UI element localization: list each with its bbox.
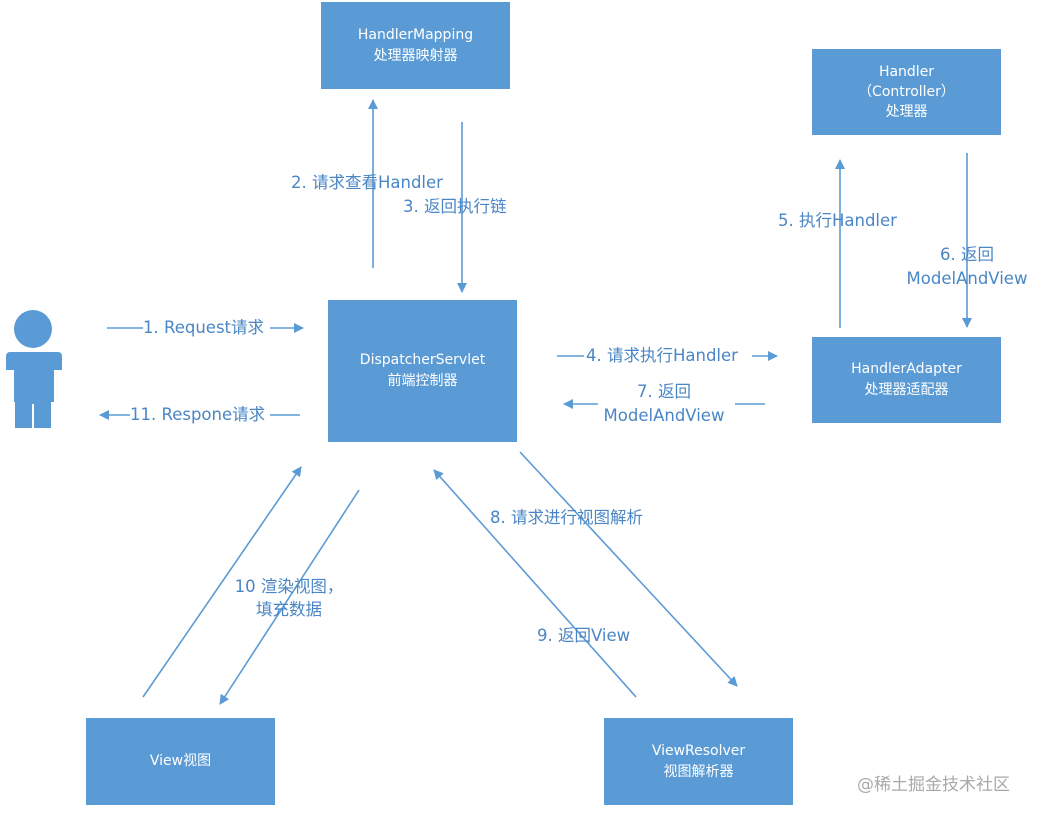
view-resolver-box: ViewResolver 视图解析器: [604, 718, 793, 805]
dispatcher-name: DispatcherServlet: [359, 352, 486, 368]
step-1-label: 1. Request请求: [143, 318, 265, 337]
user-icon: [6, 310, 62, 428]
view-name: View视图: [149, 753, 212, 769]
step-10-line1: 10 渲染视图，: [234, 577, 344, 596]
watermark: @稀土掘金技术社区: [857, 775, 1010, 795]
handler-cn: 处理器: [885, 104, 928, 120]
handler-box: Handler （Controller） 处理器: [812, 49, 1001, 135]
view-box: View视图: [86, 718, 275, 805]
arrow-resolve-view: [519, 451, 738, 687]
dispatcher-servlet-box: DispatcherServlet 前端控制器: [328, 300, 517, 442]
step-6-line2: ModelAndView: [906, 269, 1028, 288]
dispatcher-cn: 前端控制器: [387, 373, 458, 389]
step-2-label: 2. 请求查看Handler: [291, 173, 443, 192]
view-resolver-cn: 视图解析器: [663, 763, 734, 780]
arrow-render-down: [219, 489, 360, 705]
step-4-label: 4. 请求执行Handler: [586, 346, 738, 365]
step-6-line1: 6. 返回: [940, 245, 994, 264]
handler-name: Handler: [878, 64, 935, 80]
step-10-label: 10 渲染视图， 填充数据: [214, 576, 364, 621]
step-7-line2: ModelAndView: [603, 406, 725, 425]
handler-adapter-cn: 处理器适配器: [864, 382, 949, 398]
handler-adapter-box: HandlerAdapter 处理器适配器: [812, 337, 1001, 423]
arrow-render-up: [142, 466, 302, 698]
step-8-label: 8. 请求进行视图解析: [490, 508, 643, 527]
step-7-label: 7. 返回 ModelAndView: [592, 381, 736, 427]
handler-mapping-cn: 处理器映射器: [373, 47, 458, 64]
step-5-label: 5. 执行Handler: [778, 211, 897, 230]
arrow-return-view: [433, 469, 637, 698]
handler-mapping-name: HandlerMapping: [357, 26, 474, 43]
step-7-line1: 7. 返回: [637, 382, 691, 401]
step-9-label: 9. 返回View: [537, 626, 631, 645]
handler-mapping-box: HandlerMapping 处理器映射器: [321, 2, 510, 89]
step-3-label: 3. 返回执行链: [403, 197, 507, 216]
handler-adapter-name: HandlerAdapter: [851, 361, 962, 377]
step-11-label: 11. Respone请求: [130, 405, 266, 424]
step-10-line2: 填充数据: [256, 600, 322, 619]
step-6-label: 6. 返回 ModelAndView: [895, 244, 1039, 290]
view-resolver-name: ViewResolver: [651, 742, 746, 759]
handler-controller: （Controller）: [858, 84, 955, 100]
